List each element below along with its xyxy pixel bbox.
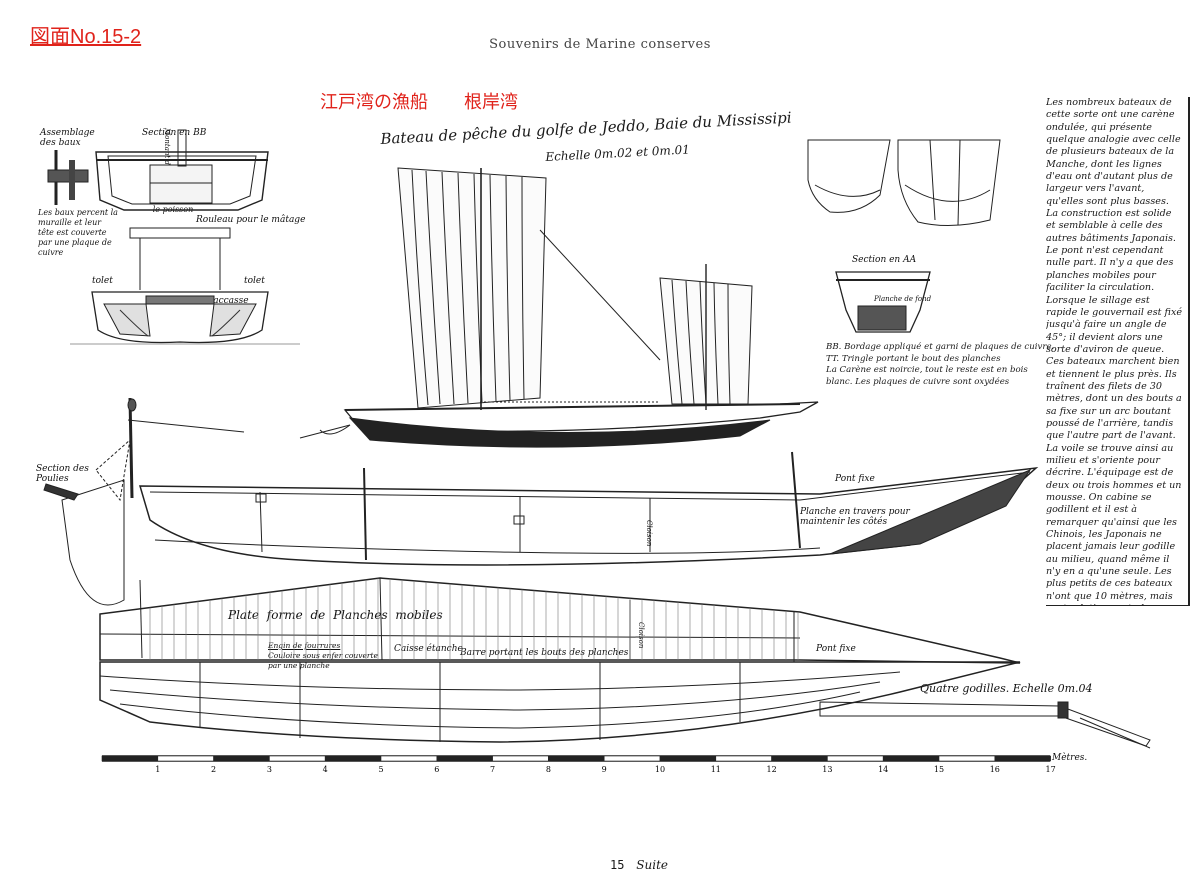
scale-segment	[771, 755, 828, 762]
scale-segment	[436, 755, 493, 762]
main-sail	[397, 167, 547, 410]
label-engin: Engin de fourrures	[268, 641, 341, 650]
label-caisse-etanche: Caisse étanche	[394, 644, 463, 654]
scale-tick-label: 4	[323, 765, 328, 774]
page-header: Souvenirs de Marine conserves	[489, 37, 711, 52]
oar-drawing	[819, 701, 1151, 749]
scale-segment	[938, 755, 996, 762]
scale-segment	[324, 755, 382, 762]
lines-plan	[99, 661, 1021, 743]
scale-segment	[157, 755, 214, 762]
scale-tick-label: 14	[878, 765, 888, 774]
mast-step	[129, 227, 231, 290]
scale-segment	[603, 755, 661, 762]
label-section-aa: Section en AA	[852, 255, 917, 265]
scale-segment	[882, 755, 940, 762]
label-barre-portant: Barre portant les bouts des planches	[460, 648, 629, 658]
label-quatre-godilles: Quatre godilles. Echelle 0m.04	[920, 682, 1093, 695]
label-plate-forme: Plate forme de Planches mobiles	[228, 608, 443, 622]
scale-tick-label: 8	[546, 765, 551, 774]
japanese-title: 江戸湾の漁船 根岸湾	[320, 92, 518, 113]
label-pont-fixe-top: Pont fixe	[835, 474, 875, 484]
scale-segment	[492, 755, 549, 762]
label-section-poulies: Section des Poulies	[36, 464, 89, 484]
scale-segment	[659, 755, 717, 762]
scale-tick-label: 2	[211, 765, 216, 774]
scale-segment	[380, 755, 438, 762]
beam-joint-detail	[47, 150, 89, 205]
scale-bar	[102, 755, 1050, 762]
drawing-number-link[interactable]: 図面No.15-2	[30, 26, 142, 48]
scale-segment	[213, 755, 270, 762]
label-section-bb: Section en BB	[142, 128, 207, 138]
label-barre2: d'accasse	[205, 296, 249, 306]
label-metres: Mètres.	[1052, 753, 1088, 763]
label-cloison: Cloison	[645, 520, 653, 547]
description-text: Les nombreux bateaux de cette sorte ont …	[1046, 97, 1190, 606]
label-tolet-left: tolet	[92, 276, 113, 286]
scale-tick-label: 10	[655, 765, 665, 774]
scale-tick-label: 16	[990, 765, 1000, 774]
label-rouleau: Rouleau pour le mâtage	[196, 215, 306, 225]
scale-segment	[101, 755, 159, 762]
label-baux-note: Les baux percent la muraille et leur têt…	[38, 208, 118, 257]
rudder	[43, 397, 245, 606]
scale-segment	[715, 755, 772, 762]
midship-section	[70, 291, 300, 345]
scale-tick-label: 17	[1046, 765, 1056, 774]
legend-line: La Carène est noircie, tout le reste est…	[826, 365, 1028, 375]
body-plan	[807, 139, 1001, 227]
fore-sail	[539, 229, 753, 410]
label-planche-travers: Planche en travers pour maintenir les cô…	[800, 507, 910, 527]
scale-tick-label: 7	[490, 765, 495, 774]
label-mast-big: 12m 8	[507, 258, 533, 267]
scale-tick-label: 1	[155, 765, 160, 774]
drawing-title: Bateau de pêche du golfe de Jeddo, Baie …	[380, 108, 793, 148]
drawing-legend: BB. Bordage appliqué et garni de plaques…	[826, 342, 1054, 388]
page-suite: Suite	[636, 858, 668, 872]
label-couloire: Couloire sous enfer couverte par une pla…	[268, 651, 378, 670]
scale-tick-label: 3	[267, 765, 272, 774]
drawing-scale: Echelle 0m.02 et 0m.01	[545, 142, 691, 164]
scale-tick-label: 11	[711, 765, 721, 774]
hull-elevation	[299, 401, 819, 448]
scale-segment	[827, 755, 884, 762]
label-pont-fixe-bottom: Pont fixe	[816, 644, 856, 654]
label-caisse: Caisse étanche pour conserver le poisson	[152, 165, 194, 214]
scale-segment	[269, 755, 326, 762]
label-montant: Montant du Mât	[163, 128, 171, 186]
label-tolet-right: tolet	[244, 276, 265, 286]
scale-tick-label: 9	[602, 765, 607, 774]
label-cloison-2: Cloison	[637, 622, 645, 649]
label-planche-fond: Planche de fond	[874, 295, 932, 303]
legend-line: TT. Tringle portant le bout des planches	[826, 353, 1001, 364]
scale-tick-label: 6	[434, 765, 439, 774]
scale-segment	[548, 755, 605, 762]
scale-segment	[994, 755, 1051, 762]
legend-line: blanc. Les plaques de cuivre sont oxydée…	[826, 376, 1010, 387]
page-footer: 15 Suite	[610, 858, 668, 872]
label-assemblage: Assemblage des baux	[40, 128, 95, 148]
label-mast-small: 13m 5	[688, 340, 714, 349]
scale-tick-label: 13	[822, 765, 832, 774]
scale-tick-label: 15	[934, 765, 944, 774]
label-barre: Barre	[148, 296, 174, 306]
scale-tick-label: 12	[767, 765, 777, 774]
page-number: 15	[610, 858, 625, 872]
scale-tick-label: 5	[378, 765, 383, 774]
legend-line: BB. Bordage appliqué et garni de plaques…	[826, 342, 1055, 352]
